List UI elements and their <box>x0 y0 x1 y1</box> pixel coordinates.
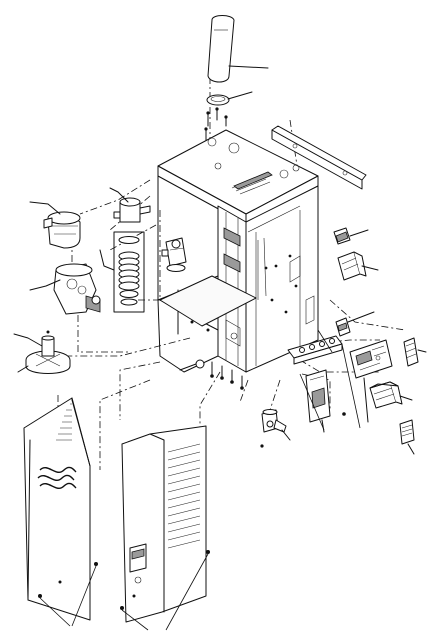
cylinder-base <box>13 330 71 374</box>
top-screws <box>204 107 228 141</box>
drain-hose <box>207 15 269 83</box>
drain-pump <box>29 201 81 249</box>
side-panel-left <box>23 397 91 621</box>
fill-valve <box>109 187 151 223</box>
fill-cup <box>29 263 101 315</box>
control-board <box>349 339 393 423</box>
sensor-bracket <box>260 409 291 448</box>
contactor <box>333 227 369 245</box>
bellows-hose <box>99 231 145 313</box>
transformer <box>369 381 413 409</box>
right-leaders <box>299 329 361 431</box>
panel-screws <box>38 550 210 631</box>
terminal-clip <box>335 311 375 337</box>
power-module <box>403 337 427 367</box>
front-panel <box>121 425 207 623</box>
cabinet-frame <box>157 129 319 373</box>
level-sensor <box>161 237 187 272</box>
frame-bottom-screws <box>179 359 244 390</box>
fuse-holder <box>399 419 415 455</box>
mounting-rail <box>271 125 367 190</box>
relay <box>337 251 379 281</box>
hose-clamp <box>206 91 253 106</box>
mounting-plate <box>305 369 346 433</box>
